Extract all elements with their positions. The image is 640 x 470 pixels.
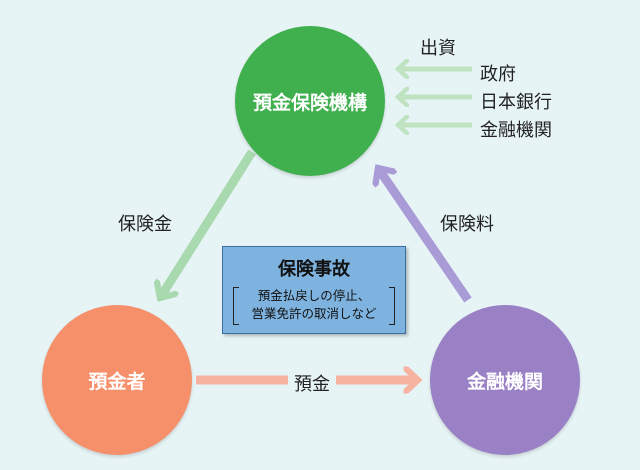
insured-event-line-2: 営業免許の取消しなど: [251, 306, 377, 321]
funding-source-institutions: 金融機関: [480, 120, 552, 141]
node-depositor: 預金者: [42, 305, 192, 455]
deposit-label: 預金: [288, 370, 336, 396]
funding-source-boj: 日本銀行: [480, 92, 552, 113]
funding-source-government: 政府: [480, 64, 516, 85]
insured-event-description: 預金払戻しの停止、 営業免許の取消しなど: [233, 287, 395, 325]
node-dic-label: 預金保険機構: [252, 91, 367, 114]
insured-event-line-1: 預金払戻しの停止、: [257, 288, 371, 303]
premium-arrow: [378, 168, 472, 303]
node-institution-label: 金融機関: [466, 370, 543, 393]
payout-arrow: [160, 149, 256, 298]
funding-title: 出資: [420, 38, 456, 59]
node-financial-institution: 金融機関: [430, 305, 580, 455]
node-deposit-insurance-corporation: 預金保険機構: [235, 26, 385, 176]
premium-label: 保険料: [440, 214, 494, 235]
payout-label: 保険金: [118, 214, 172, 235]
insured-event-box: 保険事故 預金払戻しの停止、 営業免許の取消しなど: [222, 246, 406, 334]
insured-event-title: 保険事故: [278, 259, 350, 280]
node-depositor-label: 預金者: [88, 370, 146, 393]
